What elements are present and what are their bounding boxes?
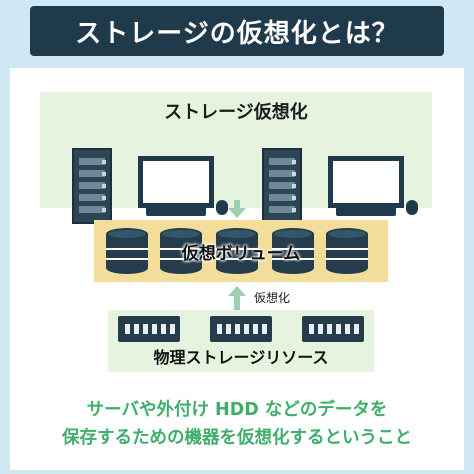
server-icon [262,148,302,224]
monitor-stand-icon [146,206,206,216]
virtualization-arrow-label: 仮想化 [254,291,291,305]
disk-icon [106,228,148,274]
monitor-stand-icon [336,206,396,216]
monitor-icon [328,156,404,208]
physical-storage-label: 物理ストレージリソース [153,348,329,367]
arrow-down-icon [228,208,246,218]
monitor-icon [138,156,214,208]
disk-icon [160,228,202,274]
description-line-2: 保存するための機器を仮想化するということ [62,428,412,448]
title-banner: ストレージの仮想化とは？ [30,6,444,56]
storage-array-icon [118,316,180,342]
arrow-down-stem [234,200,240,208]
storage-array-icon [210,316,272,342]
disk-icon [272,228,314,274]
virtual-volume-area: 仮想ボリューム [94,220,388,282]
description-line-1: サーバや外付け HDD などのデータを [86,400,388,420]
storage-virtualization-area: ストレージ仮想化 [40,92,432,224]
mouse-icon [406,200,418,215]
storage-virtualization-label: ストレージ仮想化 [164,102,308,123]
virtual-volume-label: 仮想ボリューム [181,244,301,264]
arrow-up-icon [228,286,246,296]
disk-icon [326,228,368,274]
page-title: ストレージの仮想化とは？ [75,18,399,49]
arrow-up-stem [234,296,240,310]
storage-array-icon [302,316,364,342]
mouse-icon [216,200,228,215]
diagram-panel: ストレージ仮想化 [10,68,464,470]
physical-storage-area: 物理ストレージリソース [108,310,374,372]
disk-icon [216,228,258,274]
server-icon [72,148,112,224]
